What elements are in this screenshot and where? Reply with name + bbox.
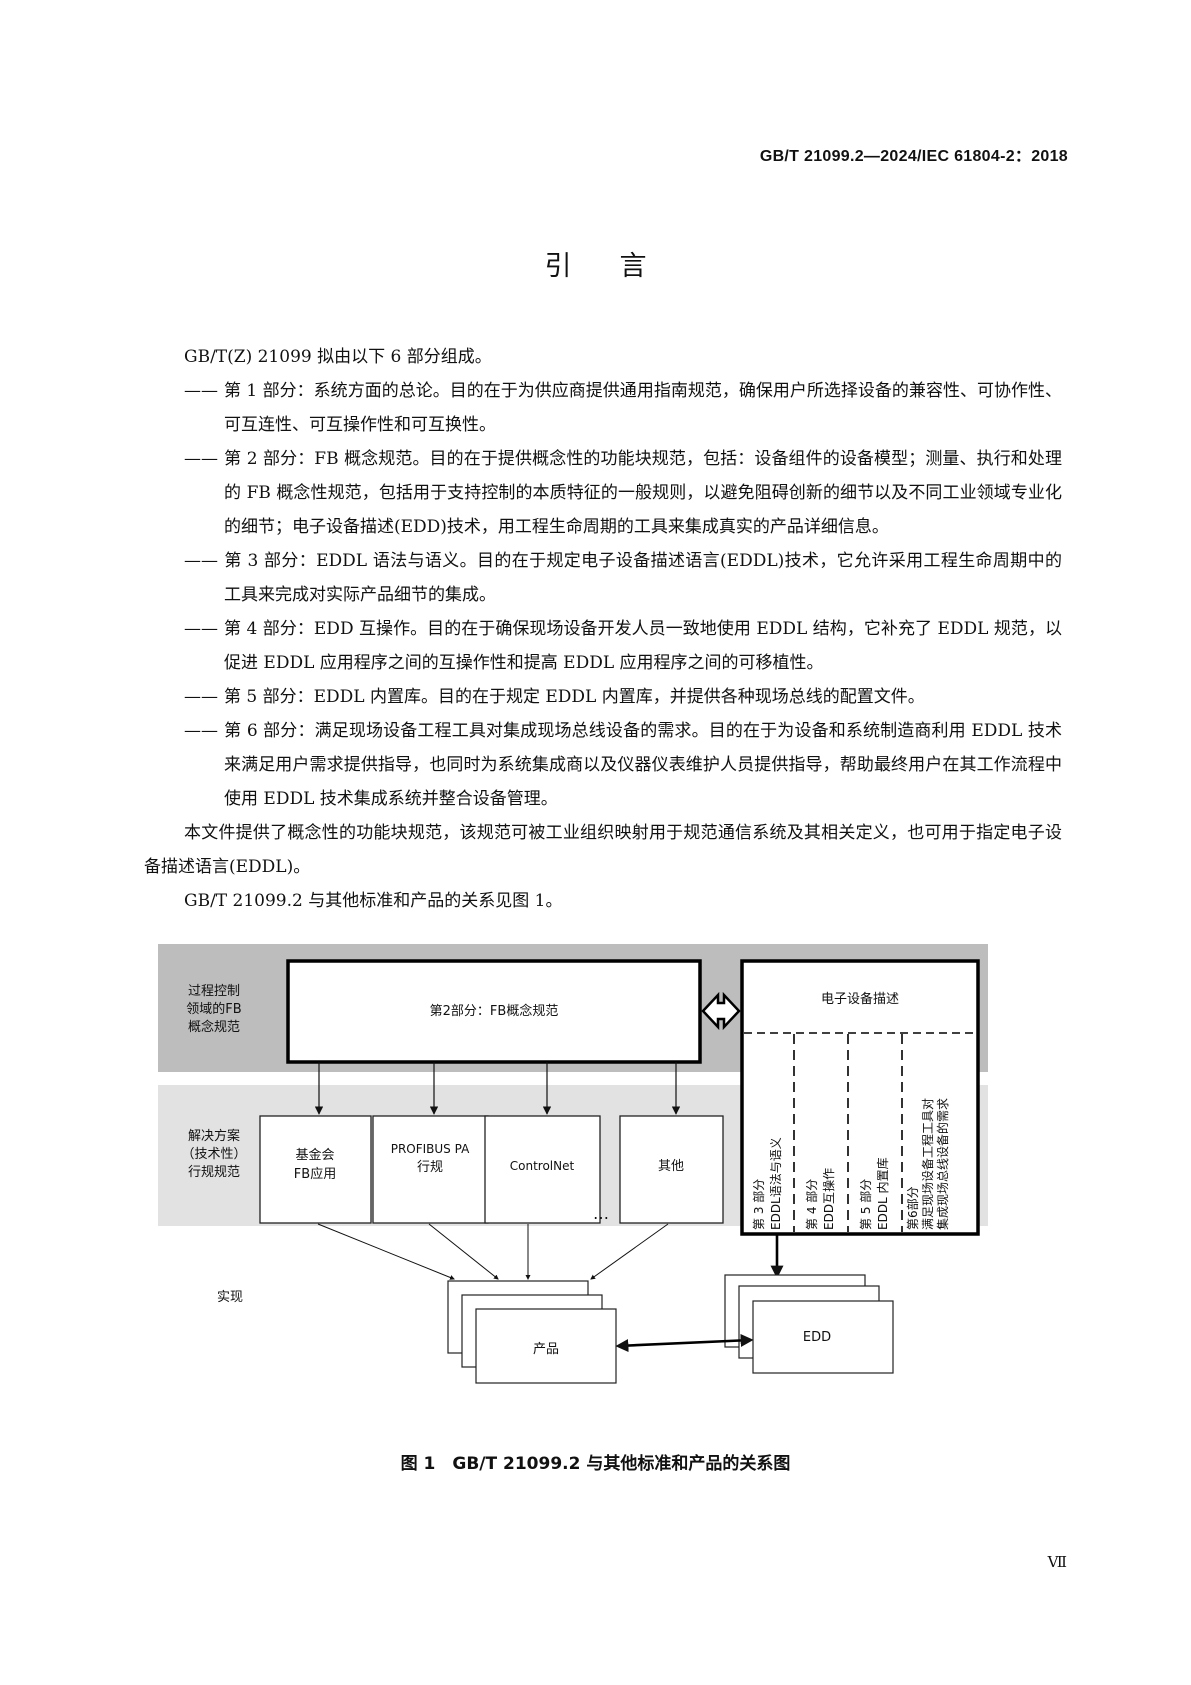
edd-col3-line2: EDDL语法与语义	[769, 1137, 783, 1230]
profile-other-label: 其他	[658, 1159, 684, 1174]
profile-box-other	[619, 1115, 724, 1224]
part2-box-label: 第2部分：FB概念规范	[430, 1003, 559, 1019]
part2-box	[286, 959, 702, 1064]
edd-col6-line3: 集成现场总线设备的需求	[935, 1098, 950, 1230]
arrow-to-product	[590, 1223, 669, 1280]
row2-label-line2: （技术性）	[181, 1147, 246, 1162]
profile-box-foundation	[259, 1115, 372, 1224]
em-dash: ——	[184, 721, 218, 741]
edd-col6-line2: 满足现场设备工程工具对	[920, 1098, 935, 1230]
list-item-part-4: —— 第 4 部分：EDD 互操作。目的在于确保现场设备开发人员一致地使用 EDD…	[184, 612, 1062, 680]
edd-col3-line1: 第 3 部分	[751, 1179, 766, 1230]
ellipsis-more: …	[593, 1204, 609, 1223]
edd-col5-line2: EDDL 内置库	[875, 1157, 890, 1230]
row3-label-visible: 实现	[217, 1290, 243, 1305]
list-item-part-6: —— 第 6 部分：满足现场设备工程工具对集成现场总线设备的需求。目的在于为设备和…	[184, 714, 1062, 816]
arrow-to-product	[428, 1223, 499, 1280]
row1-label-line2: 领域的FB	[186, 1001, 241, 1017]
profile-foundation-line1: 基金会	[295, 1147, 334, 1163]
profile-controlnet-label: ControlNet	[510, 1159, 575, 1173]
em-dash: ——	[184, 551, 218, 571]
list-item-text: 第 2 部分：FB 概念规范。目的在于提供概念性的功能块规范，包括：设备组件的设…	[224, 449, 1062, 537]
intro-paragraph: GB/T(Z) 21099 拟由以下 6 部分组成。	[184, 347, 492, 367]
standard-number: GB/T 21099.2—2024/IEC 61804-2：2018	[759, 148, 1068, 165]
edd-description-title: 电子设备描述	[821, 991, 899, 1007]
list-item-part-1: —— 第 1 部分：系统方面的总论。目的在于为供应商提供通用指南规范，确保用户所选…	[184, 374, 1062, 442]
profile-box-controlnet	[484, 1115, 601, 1224]
profile-box-profibus	[372, 1115, 489, 1224]
em-dash: ——	[184, 687, 218, 707]
edd-box-front	[752, 1300, 894, 1374]
edd-col4-line2: EDD互操作	[821, 1168, 836, 1230]
edd-col5-line1: 第 5 部分	[858, 1179, 873, 1230]
relation-paragraph: GB/T 21099.2 与其他标准和产品的关系见图 1。	[184, 891, 563, 911]
list-item-text: 第 6 部分：满足现场设备工程工具对集成现场总线设备的需求。目的在于为设备和系统…	[224, 721, 1062, 809]
bidirectional-arrow	[615, 1333, 754, 1353]
row1-label-line1: 过程控制	[188, 984, 240, 999]
list-item-text: 第 4 部分：EDD 互操作。目的在于确保现场设备开发人员一致地使用 EDDL …	[224, 619, 1062, 673]
arrow-to-product	[317, 1223, 455, 1280]
list-item-text: 第 3 部分：EDDL 语法与语义。目的在于规定电子设备描述语言(EDDL)技术…	[224, 551, 1062, 605]
relationship-figure: 过程控制 领域的FB 概念规范 第2部分：FB概念规范 电子设备描述 第 3 部…	[158, 944, 1046, 1384]
edd-description-box	[740, 959, 980, 1236]
profile-profibus-line2: 行规	[417, 1160, 443, 1175]
body-text: GB/T(Z) 21099 拟由以下 6 部分组成。 —— 第 1 部分：系统方面…	[144, 340, 1062, 918]
list-item-part-5: —— 第 5 部分：EDDL 内置库。目的在于规定 EDDL 内置库，并提供各种现…	[184, 680, 1062, 714]
row1-label-line3: 概念规范	[188, 1019, 240, 1035]
page-title: 引言	[544, 251, 695, 282]
em-dash: ——	[184, 619, 218, 639]
profile-profibus-line1: PROFIBUS PA	[391, 1142, 470, 1156]
product-box-front	[475, 1308, 617, 1384]
row2-label-line1: 解决方案	[188, 1128, 240, 1144]
product-label: 产品	[533, 1342, 559, 1357]
list-item-part-3: —— 第 3 部分：EDDL 语法与语义。目的在于规定电子设备描述语言(EDDL)…	[184, 544, 1062, 612]
em-dash: ——	[184, 449, 218, 469]
edd-col6-line1: 第6部分	[905, 1186, 920, 1230]
figure-caption: 图 1 GB/T 21099.2 与其他标准和产品的关系图	[400, 1454, 791, 1474]
list-item-text: 第 5 部分：EDDL 内置库。目的在于规定 EDDL 内置库，并提供各种现场总…	[224, 687, 925, 707]
profile-foundation-line2: FB应用	[294, 1166, 336, 1182]
edd-product-label: EDD	[803, 1330, 831, 1345]
page-number: Ⅶ	[1047, 1553, 1067, 1571]
edd-col4-line1: 第 4 部分	[804, 1179, 819, 1230]
list-item-text: 第 1 部分：系统方面的总论。目的在于为供应商提供通用指南规范，确保用户所选择设…	[224, 381, 1062, 435]
scope-paragraph: 本文件提供了概念性的功能块规范，该规范可被工业组织映射用于规范通信系统及其相关定…	[144, 823, 1062, 877]
relationship-diagram: 过程控制 领域的FB 概念规范 第2部分：FB概念规范 电子设备描述 第 3 部…	[158, 944, 988, 1384]
double-arrow-icon	[701, 991, 741, 1031]
row2-label-line3: 行规规范	[188, 1165, 240, 1180]
em-dash: ——	[184, 381, 218, 401]
list-item-part-2: —— 第 2 部分：FB 概念规范。目的在于提供概念性的功能块规范，包括：设备组件…	[184, 442, 1062, 544]
